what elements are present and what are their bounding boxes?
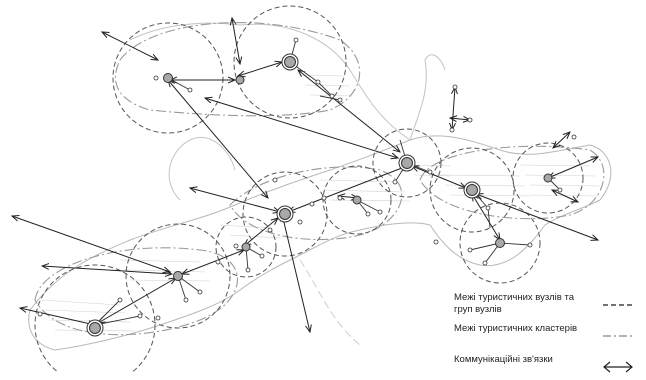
tourism-cluster-map [0,5,612,372]
link-arrow [452,87,455,130]
node [495,238,505,248]
map-legend: Межі туристичних вузлів та груп вузлів М… [454,292,640,380]
legend-label: Коммунікаційні зв'язки [454,354,553,365]
link-arrow [548,157,598,178]
link-arrow [232,18,240,64]
major-node [398,154,416,172]
legend-item-communication: Коммунікаційні зв'язки [454,354,640,380]
node [241,242,251,252]
link-arrow [205,98,398,158]
legend-label: Межі туристичних вузлів та груп вузлів [454,292,574,315]
link-arrow [553,132,570,148]
legend-item-node-boundaries: Межі туристичних вузлів та груп вузлів [454,292,640,318]
link-arrow [450,118,470,120]
link-arrow [412,166,466,188]
legend-label: Межі туристичних кластерів [454,323,578,334]
link-arrow [472,194,500,240]
major-node [86,319,104,337]
double-arrow-icon [603,361,633,373]
boundary-circle [215,216,277,278]
link-arrow [244,218,278,246]
boundary-circle [372,128,442,198]
major-node [463,181,481,199]
link-arrow [12,216,170,272]
link-arrow [476,194,598,240]
communication-links [12,18,598,332]
link-arrow [168,80,268,198]
major-node [276,205,294,223]
link-arrow [552,190,578,202]
minor-points [37,37,577,321]
boundary-circle [233,5,347,119]
link-arrow [190,188,280,212]
cluster-boundaries [34,22,605,336]
node [235,75,245,85]
link-arrow [282,214,310,332]
node [173,271,183,281]
link-arrow [298,70,400,152]
link-arrow [238,62,282,76]
node [163,73,173,83]
tourist-nodes [86,53,553,337]
dashed-boundary-line-icon [603,304,633,306]
link-arrow [102,32,158,60]
major-node [281,53,299,71]
node [352,195,362,205]
link-arrow [288,166,407,212]
link-arrow [98,278,176,323]
legend-item-cluster-boundaries: Межі туристичних кластерів [454,323,640,349]
light-boundary-line-icon [603,335,633,337]
node [543,173,553,183]
link-arrow [20,308,95,325]
link-arrow [182,250,244,274]
